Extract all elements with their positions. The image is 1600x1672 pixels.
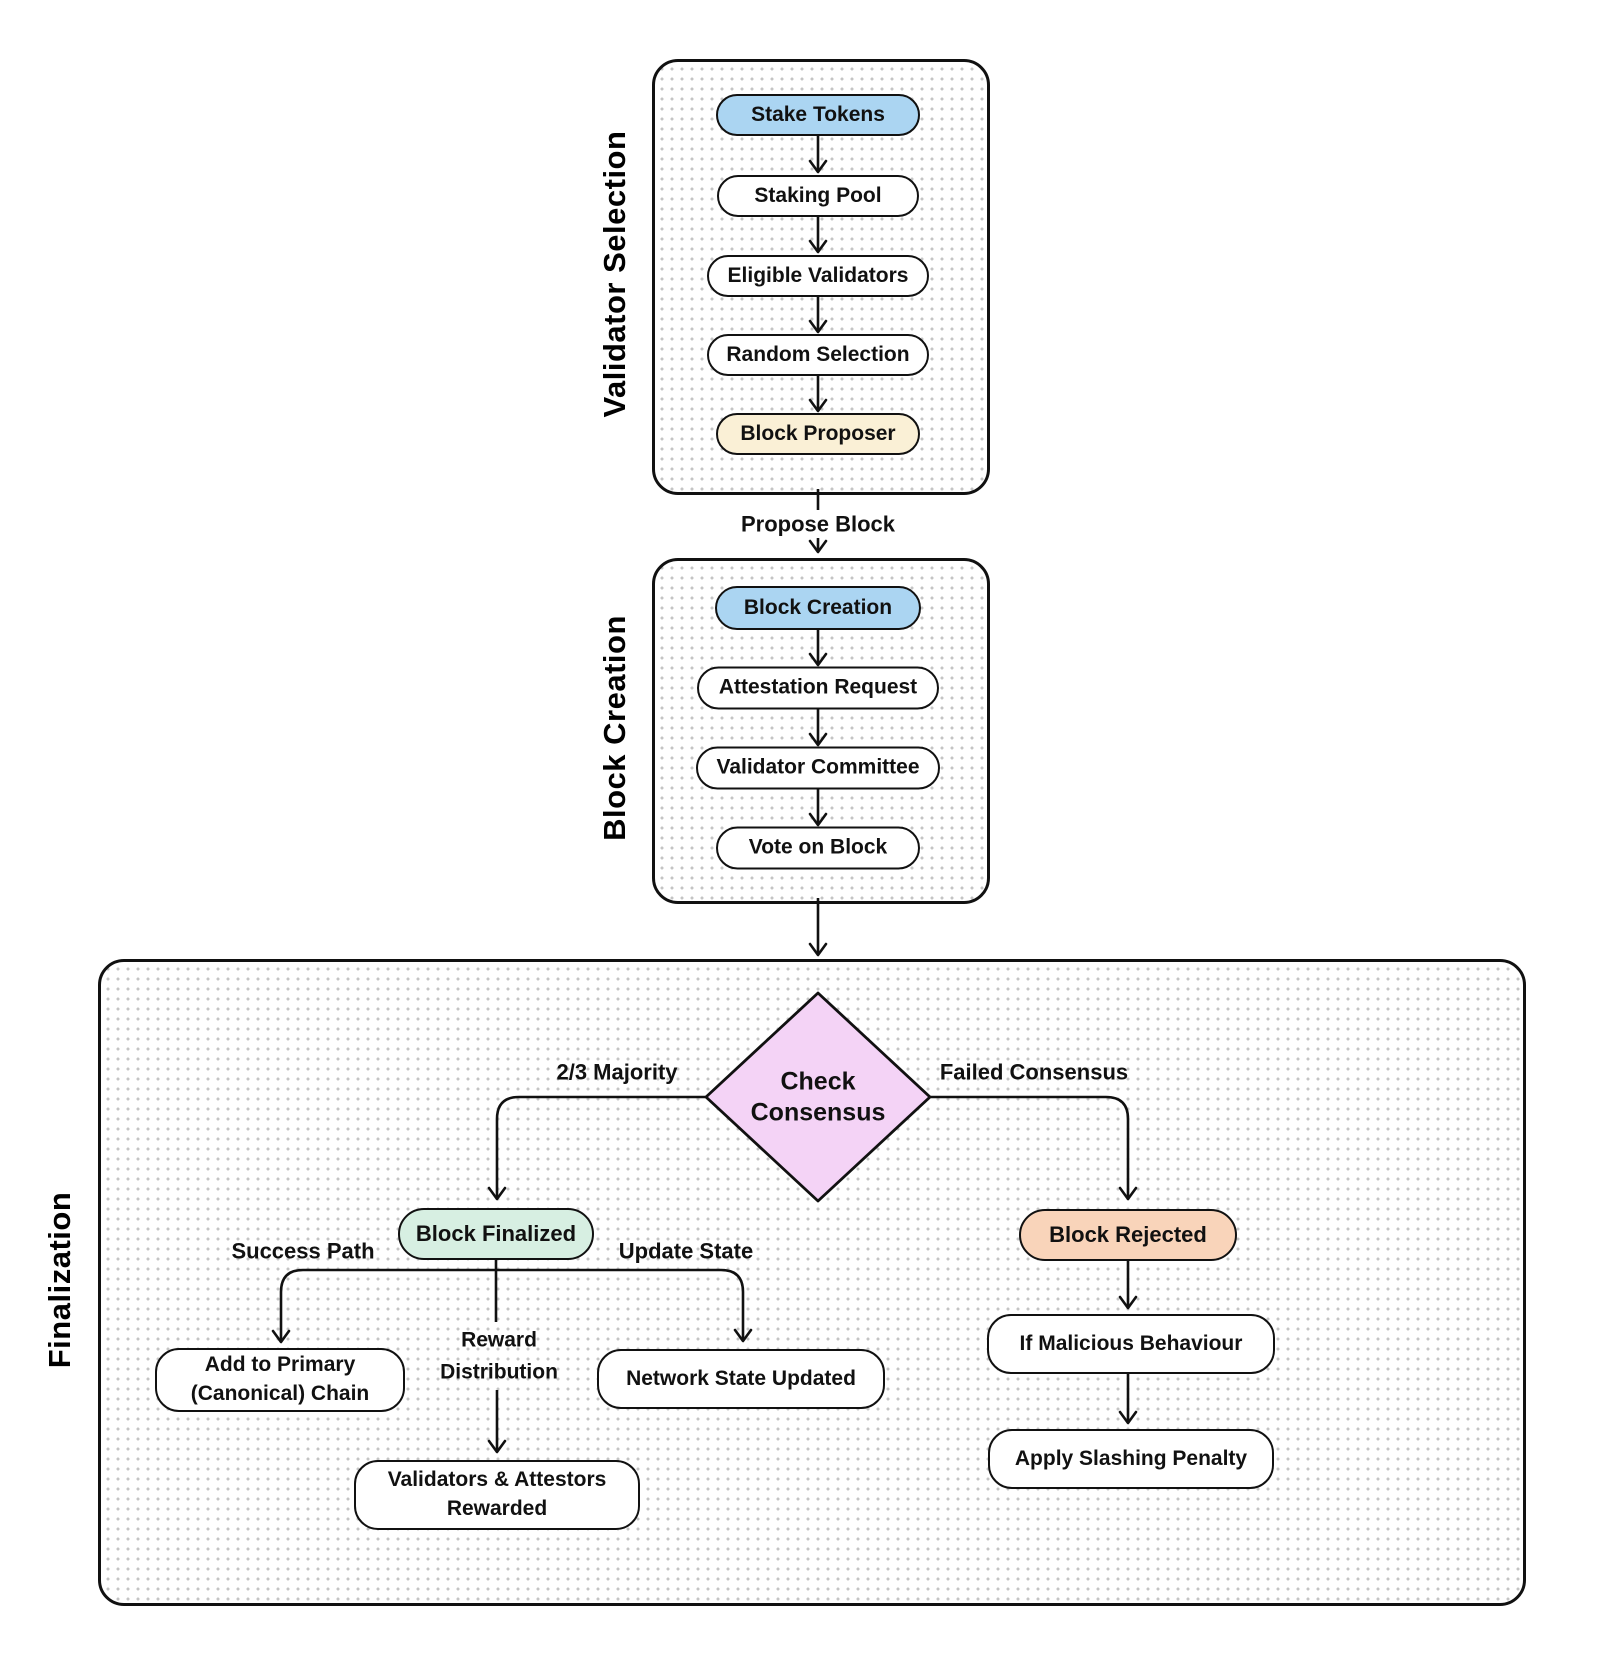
node-network-state-updated: Network State Updated [597, 1349, 885, 1409]
block-creation-section-label: Block Creation [597, 615, 632, 841]
edge-label-update-state: Update State [618, 1238, 754, 1264]
node-block-rejected: Block Rejected [1019, 1209, 1237, 1261]
node-block-creation: Block Creation [715, 586, 921, 630]
edge-label-majority: 2/3 Majority [556, 1059, 678, 1085]
node-add-to-primary: Add to Primary (Canonical) Chain [155, 1348, 405, 1412]
node-block-proposer: Block Proposer [716, 413, 920, 455]
node-apply-slashing-penalty: Apply Slashing Penalty [988, 1429, 1274, 1489]
node-if-malicious-behaviour: If Malicious Behaviour [987, 1314, 1275, 1374]
node-vote-on-block: Vote on Block [716, 826, 920, 870]
node-eligible-validators: Eligible Validators [707, 255, 929, 297]
edge-label-failed-consensus: Failed Consensus [939, 1059, 1129, 1085]
node-validator-committee: Validator Committee [696, 746, 940, 790]
node-random-selection: Random Selection [707, 334, 929, 376]
edge-label-success-path: Success Path [231, 1238, 375, 1264]
node-validators-rewarded: Validators & Attestors Rewarded [354, 1460, 640, 1530]
edge-label-propose-block: Propose Block [740, 511, 896, 537]
node-check-consensus-label: Check Consensus [750, 1067, 886, 1127]
finalization-label: Finalization [42, 1191, 77, 1369]
node-stake-tokens: Stake Tokens [716, 94, 920, 136]
node-staking-pool: Staking Pool [717, 175, 919, 217]
validator-selection-label: Validator Selection [597, 130, 632, 418]
node-attestation-request: Attestation Request [697, 666, 939, 710]
node-block-finalized: Block Finalized [398, 1208, 594, 1260]
edge-label-reward-distribution: Reward Distribution [440, 1328, 558, 1384]
finalization-section [98, 959, 1526, 1606]
